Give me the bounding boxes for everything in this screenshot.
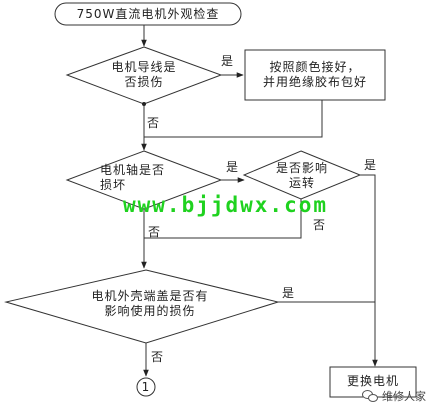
action-replace-motor-label: 更换电机: [346, 374, 399, 388]
no-label: 否: [147, 116, 161, 130]
action-wrap-wire-label: 按照颜色接好， 并用绝缘胶布包好: [262, 60, 367, 89]
junction-dot: [142, 102, 146, 106]
no-label: 否: [151, 350, 165, 364]
no-label: 否: [148, 225, 162, 239]
decision-shaft-damaged-label: 电机轴是否 损坏: [100, 163, 166, 192]
yes-label: 是: [364, 158, 378, 172]
start-terminal: [54, 2, 242, 26]
yes-label: 是: [226, 160, 240, 174]
wechat-mark-label: 维修人家: [382, 390, 426, 403]
watermark-url: www.bjjdwx.com: [123, 193, 329, 217]
flow-line: [144, 100, 323, 138]
yes-label: 是: [221, 54, 235, 68]
decision-housing-damaged-label: 电机外壳端盖是否有 影响使用的损伤: [91, 289, 209, 318]
connector-label: 1: [141, 380, 151, 394]
action-wrap-wire: [244, 49, 386, 101]
decision-affects-rotation-label: 是否影响 运转: [275, 161, 328, 190]
flow-line: [144, 199, 302, 239]
decision-wire-damaged-label: 电机导线是 否损伤: [111, 60, 177, 89]
start-label: 750W直流电机外观检查: [76, 7, 220, 21]
wechat-mark: 维修人家: [362, 388, 426, 404]
yes-label: 是: [282, 286, 296, 300]
wechat-icon: [362, 390, 378, 402]
connector-circle: [136, 377, 156, 397]
flow-line: [360, 174, 378, 367]
no-label: 否: [313, 218, 327, 232]
